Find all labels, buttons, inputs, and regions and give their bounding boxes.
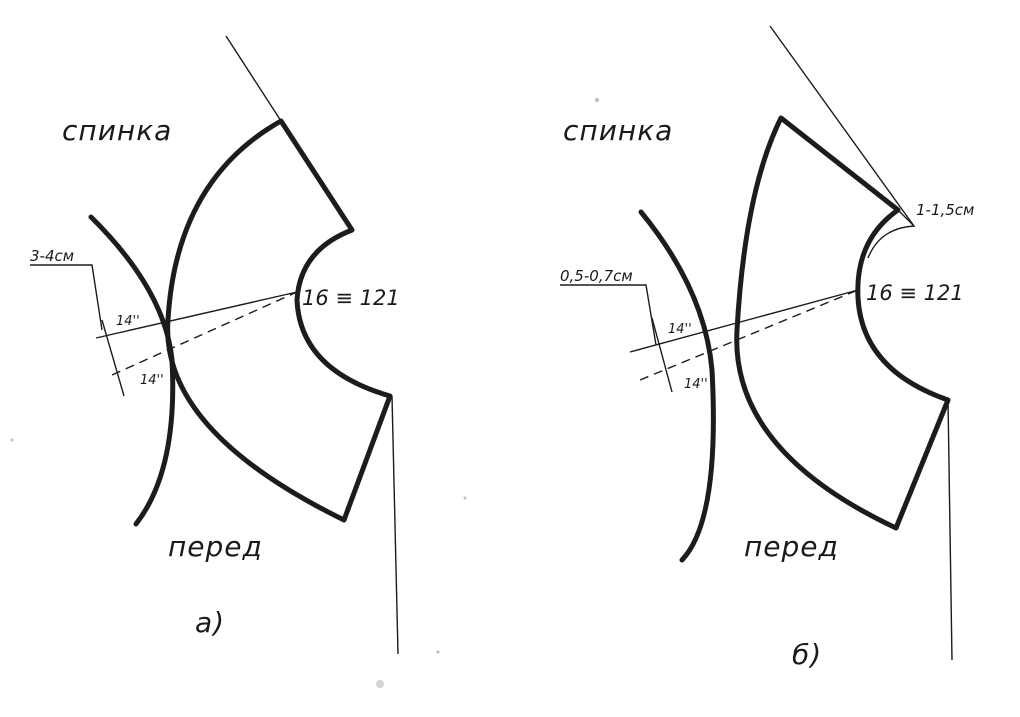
- collar-outline-a: [165, 118, 393, 523]
- offset-leader-b: [560, 284, 657, 346]
- guide-line-vertical-a: [391, 395, 399, 655]
- diagram-b: спинка перед 16 ≡ 121 0,5-0,7см 1-1,5см …: [560, 25, 974, 671]
- point-label-b: 16 ≡ 121: [866, 281, 964, 305]
- guide-line-top-b: [769, 25, 915, 227]
- front-label-a: перед: [168, 530, 263, 563]
- shoulder-label-b: 1-1,5см: [916, 201, 974, 219]
- caption-a: а): [195, 606, 225, 639]
- collar-outline-b: [734, 115, 951, 531]
- guide-line-top-a: [225, 35, 282, 122]
- scan-specks: [10, 98, 599, 688]
- front-neckline-b: [638, 209, 716, 563]
- back-label-a: спинка: [62, 114, 172, 147]
- offset-label-b: 0,5-0,7см: [560, 267, 633, 285]
- front-label-b: перед: [744, 530, 839, 563]
- point-label-a: 16 ≡ 121: [302, 286, 400, 310]
- offset-label-a: 3-4см: [30, 247, 74, 265]
- diagram-a: спинка перед 16 ≡ 121 3-4см 14'' 14'' а): [30, 35, 400, 655]
- construction-dashed-a: [111, 291, 298, 376]
- construction-dashed-b: [639, 289, 859, 381]
- angle-label-1-a: 14'': [116, 314, 140, 329]
- angle-label-2-b: 14'': [684, 377, 708, 392]
- offset-leader-a: [30, 264, 103, 331]
- guide-line-vertical-b: [947, 399, 953, 661]
- back-label-b: спинка: [563, 114, 673, 147]
- caption-b: б): [792, 638, 822, 671]
- shoulder-extension-b: [867, 209, 916, 259]
- construction-tick-b: [651, 317, 673, 393]
- front-neckline-a: [88, 214, 176, 527]
- construction-solid-b: [629, 289, 859, 353]
- angle-label-2-a: 14'': [140, 373, 164, 388]
- construction-tick-a: [101, 319, 125, 397]
- angle-label-1-b: 14'': [668, 322, 692, 337]
- construction-solid-a: [95, 291, 298, 339]
